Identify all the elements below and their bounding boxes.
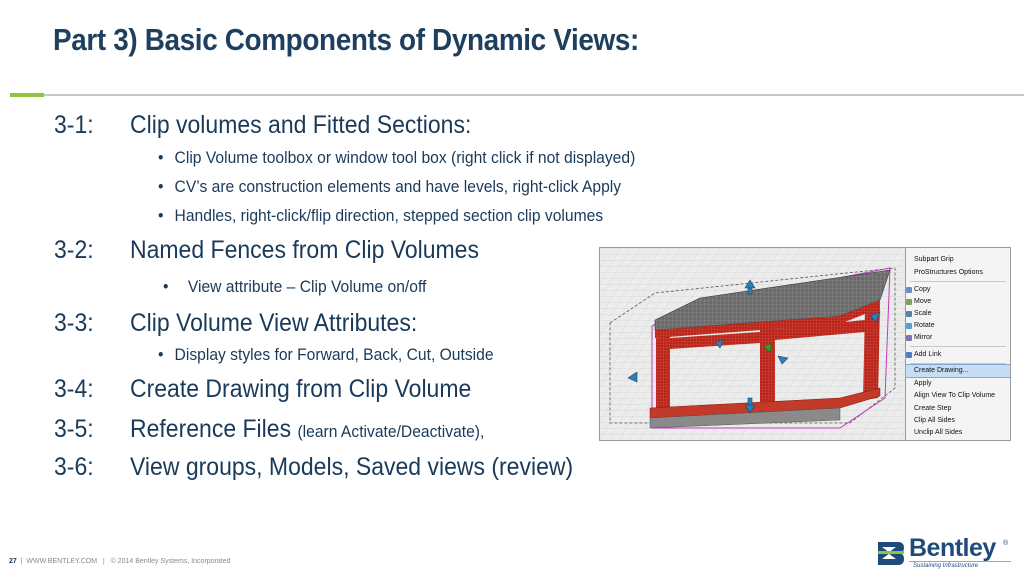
clip-volume-screenshot: Subpart Grip ProStructures Options Copy … [599, 247, 1011, 441]
context-menu: Subpart Grip ProStructures Options Copy … [905, 248, 1010, 440]
menu-item-clip-all-sides[interactable]: Clip All Sides [914, 417, 955, 424]
move-icon [906, 299, 912, 305]
bentley-logo-wordmark: Bentley [909, 534, 996, 562]
title-accent-rule [10, 93, 44, 97]
menu-item-move[interactable]: Move [906, 296, 1010, 308]
menu-item-subpart-grip[interactable]: Subpart Grip [914, 256, 954, 263]
menu-item-rotate[interactable]: Rotate [906, 320, 1010, 332]
section-heading: Clip Volume View Attributes: [130, 309, 418, 337]
section-number: 3-4: [54, 375, 94, 403]
logo-divider [909, 561, 1011, 562]
menu-item-mirror[interactable]: Mirror [906, 332, 1010, 344]
menu-item-unclip-all-sides[interactable]: Unclip All Sides [914, 429, 963, 436]
menu-separator [910, 346, 1006, 347]
menu-item-align-view[interactable]: Align View To Clip Volume [914, 392, 996, 399]
menu-separator [910, 281, 1006, 282]
bullet-item: •Display styles for Forward, Back, Cut, … [158, 345, 494, 364]
registered-mark: ® [1003, 540, 1009, 547]
section-heading: Clip volumes and Fitted Sections: [130, 111, 472, 139]
menu-item-prostructures-options[interactable]: ProStructures Options [914, 269, 983, 276]
menu-separator [910, 363, 1006, 364]
section-number: 3-6: [54, 453, 94, 481]
section-heading: Create Drawing from Clip Volume [130, 375, 472, 403]
rotate-icon [906, 323, 912, 329]
menu-item-create-step[interactable]: Create Step [914, 405, 952, 412]
menu-item-scale[interactable]: Scale [906, 308, 1010, 320]
menu-item-apply[interactable]: Apply [914, 380, 932, 387]
footer-copyright: © 2014 Bentley Systems, Incorporated [110, 558, 231, 565]
section-number: 3-1: [54, 111, 94, 139]
slide-title: Part 3) Basic Components of Dynamic View… [53, 22, 639, 57]
bullet-item: •Handles, right-click/flip direction, st… [158, 206, 604, 225]
bullet-item: •Clip Volume toolbox or window tool box … [158, 148, 636, 167]
section-heading-note: (learn Activate/Deactivate), [297, 422, 485, 441]
beam-model-illustration [600, 248, 905, 440]
bullet-item: •CV’s are construction elements and have… [158, 177, 622, 196]
menu-item-create-drawing[interactable]: Create Drawing... [905, 364, 1010, 378]
section-number: 3-3: [54, 309, 94, 337]
mirror-icon [906, 335, 912, 341]
bentley-logo-icon [876, 538, 906, 568]
scale-icon [906, 311, 912, 317]
logo-tagline: Sustaining Infrastructure [913, 563, 979, 569]
section-heading: View groups, Models, Saved views (review… [130, 453, 574, 481]
section-heading: Reference Files (learn Activate/Deactiva… [130, 415, 485, 443]
section-number: 3-5: [54, 415, 94, 443]
slide-footer: 27 | WWW.BENTLEY.COM | © 2014 Bentley Sy… [9, 558, 231, 565]
link-icon [906, 352, 912, 358]
menu-item-copy[interactable]: Copy [906, 284, 1010, 296]
page-number: 27 [9, 558, 17, 565]
footer-website: WWW.BENTLEY.COM [26, 558, 98, 565]
title-divider [44, 94, 1024, 96]
bullet-item: •View attribute – Clip Volume on/off [163, 277, 427, 296]
copy-icon [906, 287, 912, 293]
section-number: 3-2: [54, 236, 94, 264]
section-heading: Named Fences from Clip Volumes [130, 236, 479, 264]
menu-item-add-link[interactable]: Add Link [906, 349, 1010, 361]
